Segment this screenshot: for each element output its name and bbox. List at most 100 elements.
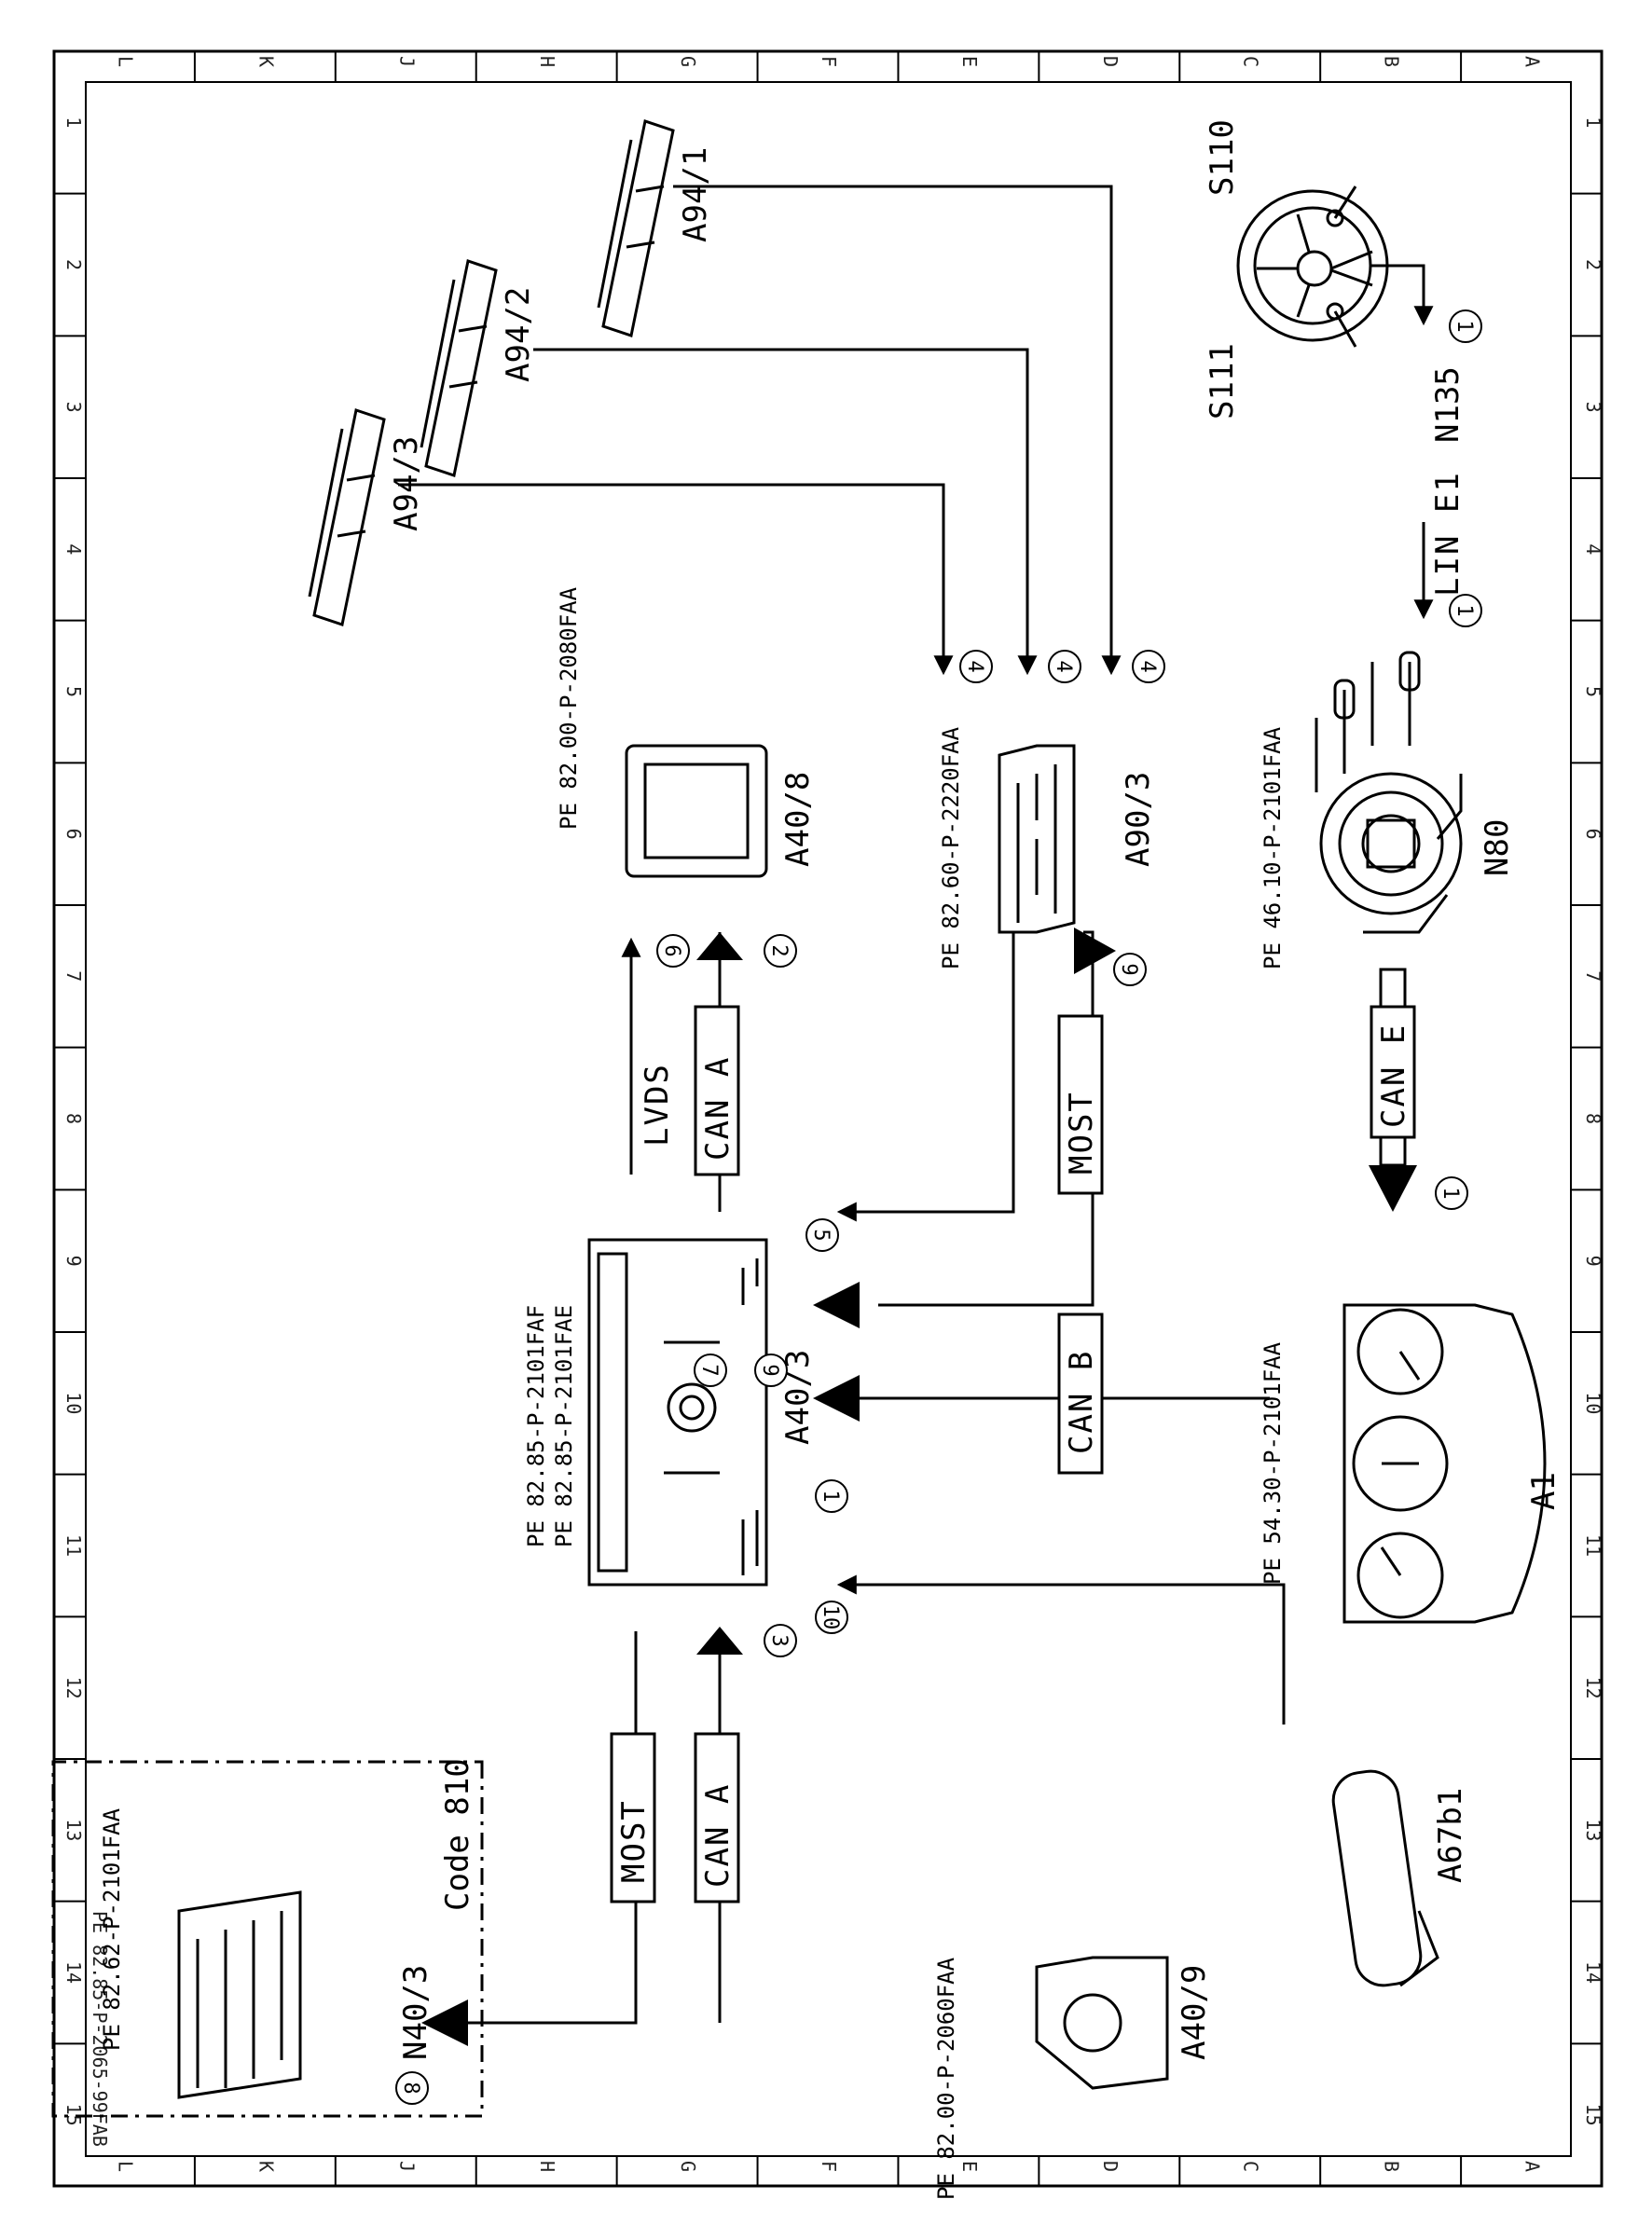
callout-a94-1 [1132,650,1165,683]
grid-row-label: 8 [1582,1113,1604,1124]
steering-wheel-icon [1236,186,1389,348]
wire-a94-1 [673,185,1122,676]
rotated-content: S110 S111 N135 1 LIN E1 1 N80 PE 46.10-P… [51,119,1563,2200]
grid-row-label: 3 [62,402,85,413]
grid-col-label: H [536,2161,558,2172]
n80-module-icon [1315,651,1463,934]
ref-a40-8: PE 82.00-P-2080FAA [556,586,582,830]
grid-row-label: 6 [1582,829,1604,840]
grid-ticks [54,51,1602,2186]
label-s110: S110 [1204,119,1241,196]
grid-row-label: 12 [1582,1677,1604,1699]
label-n80: N80 [1479,819,1516,876]
grid-col-label: E [958,2161,981,2172]
grid-row-label: 4 [1582,543,1604,555]
grid-col-label: J [395,2161,418,2172]
wire-a94-3 [398,483,954,676]
grid-col-label: L [114,56,136,67]
callout-8 [395,2071,429,2105]
bus-can-a-bottom-box [694,1732,740,1903]
inner-frame [85,81,1572,2157]
grid-row-label: 1 [1582,117,1604,128]
label-a1: A1 [1525,1472,1563,1510]
grid-row-label: 14 [62,1961,85,1984]
callout-10-num: 10 [819,1605,842,1630]
bus-most-top: MOST [1063,1091,1100,1175]
callout-7-num: 7 [697,1364,721,1376]
ref-n80: PE 46.10-P-2101FAA [1260,726,1286,969]
label-a40-8: A40/8 [779,772,817,867]
ref-a40-3-b: PE 82.85-P-2101FAF [523,1305,549,1547]
grid-row-label: 15 [1582,2104,1604,2126]
bus-can-a-top-box [694,1005,740,1176]
grid-row-label: 5 [62,686,85,697]
can-a-top-arrow [696,932,743,960]
ref-a1: PE 54.30-P-2101FAA [1260,1341,1286,1585]
doc-id: PE 82.85-P-2065-99FAB [89,1911,111,2147]
grid-row-label: 13 [62,1819,85,1841]
grid-col-label: C [1240,2161,1262,2172]
callout-can-a-top [764,934,797,968]
grid-row-label: 8 [62,1113,85,1124]
ref-a90-3: PE 82.60-P-2220FAA [938,726,964,969]
grid-col-label: G [677,56,699,67]
grid-row-label: 3 [1582,402,1604,413]
callout-1-num: 1 [819,1490,842,1502]
grid-col-label: K [255,2161,277,2172]
a94-1-antenna-icon [597,119,675,337]
grid-col-label: D [1099,56,1122,67]
callout-can-e [1435,1176,1468,1210]
grid-col-label: F [818,2161,840,2172]
grid-row-label: 5 [1582,686,1604,697]
label-a94-2: A94/2 [500,287,537,382]
bus-most-bottom-box [610,1732,656,1903]
bus-lvds: LVDS [639,1063,676,1147]
grid-row-label: 2 [1582,259,1604,270]
grid-row-label: 10 [1582,1392,1604,1414]
grid-col-label: L [114,2161,136,2172]
can-b-arrow [813,1375,860,1422]
bus-can-a-bottom: CAN A [699,1783,737,1888]
bus-can-b: CAN B [1063,1350,1100,1454]
grid-row-label: 10 [62,1392,85,1414]
callout-can-a-top-num: 2 [767,944,791,956]
grid-col-label: H [536,56,558,67]
bus-can-e-box [1370,1005,1416,1139]
grid-col-label: A [1521,56,1544,67]
callout-9 [754,1354,788,1387]
bus-most-top-box [1057,1014,1104,1195]
callout-9-num: 9 [758,1364,781,1376]
ref-n40-3: PE 82.62-P-2101FAA [99,1807,125,2051]
bus-can-a-top: CAN A [699,1056,737,1161]
most-top-arrow [1074,928,1116,974]
callout-lvds-num: 6 [660,944,683,956]
code-810-box [51,1760,484,2118]
grid-row-label: 1 [62,117,85,128]
grid-col-label: C [1240,56,1262,67]
callout-a94-3-num: 4 [963,660,986,672]
grid-col-label: K [255,56,277,67]
callout-most-top [1113,953,1147,986]
callout-3 [764,1624,797,1657]
label-a90-3: A90/3 [1120,772,1157,867]
grid-col-label: F [818,56,840,67]
can-e-arrow [1369,1165,1417,1212]
label-a67b1: A67b1 [1432,1788,1469,1883]
callout-a94-3 [959,650,993,683]
wire-steering-to-n135 [1370,264,1434,326]
label-a94-1: A94/1 [677,147,714,242]
grid-row-label: 6 [62,829,85,840]
ref-a40-9: PE 82.00-P-2060FAA [933,1957,959,2200]
callout-n135-bot-num: 1 [1452,604,1476,616]
most-top-to-a40-3-arrow [813,1282,860,1328]
callout-n135-top-num: 1 [1452,320,1476,332]
callout-10 [815,1601,848,1634]
callout-7 [694,1354,727,1387]
grid-col-label: G [677,2161,699,2172]
bus-can-b-box [1057,1312,1104,1475]
grid-col-label: J [395,56,418,67]
grid-row-label: 7 [1582,970,1604,982]
grid-row-label: 9 [1582,1256,1604,1267]
callout-a94-2-num: 4 [1052,660,1075,672]
